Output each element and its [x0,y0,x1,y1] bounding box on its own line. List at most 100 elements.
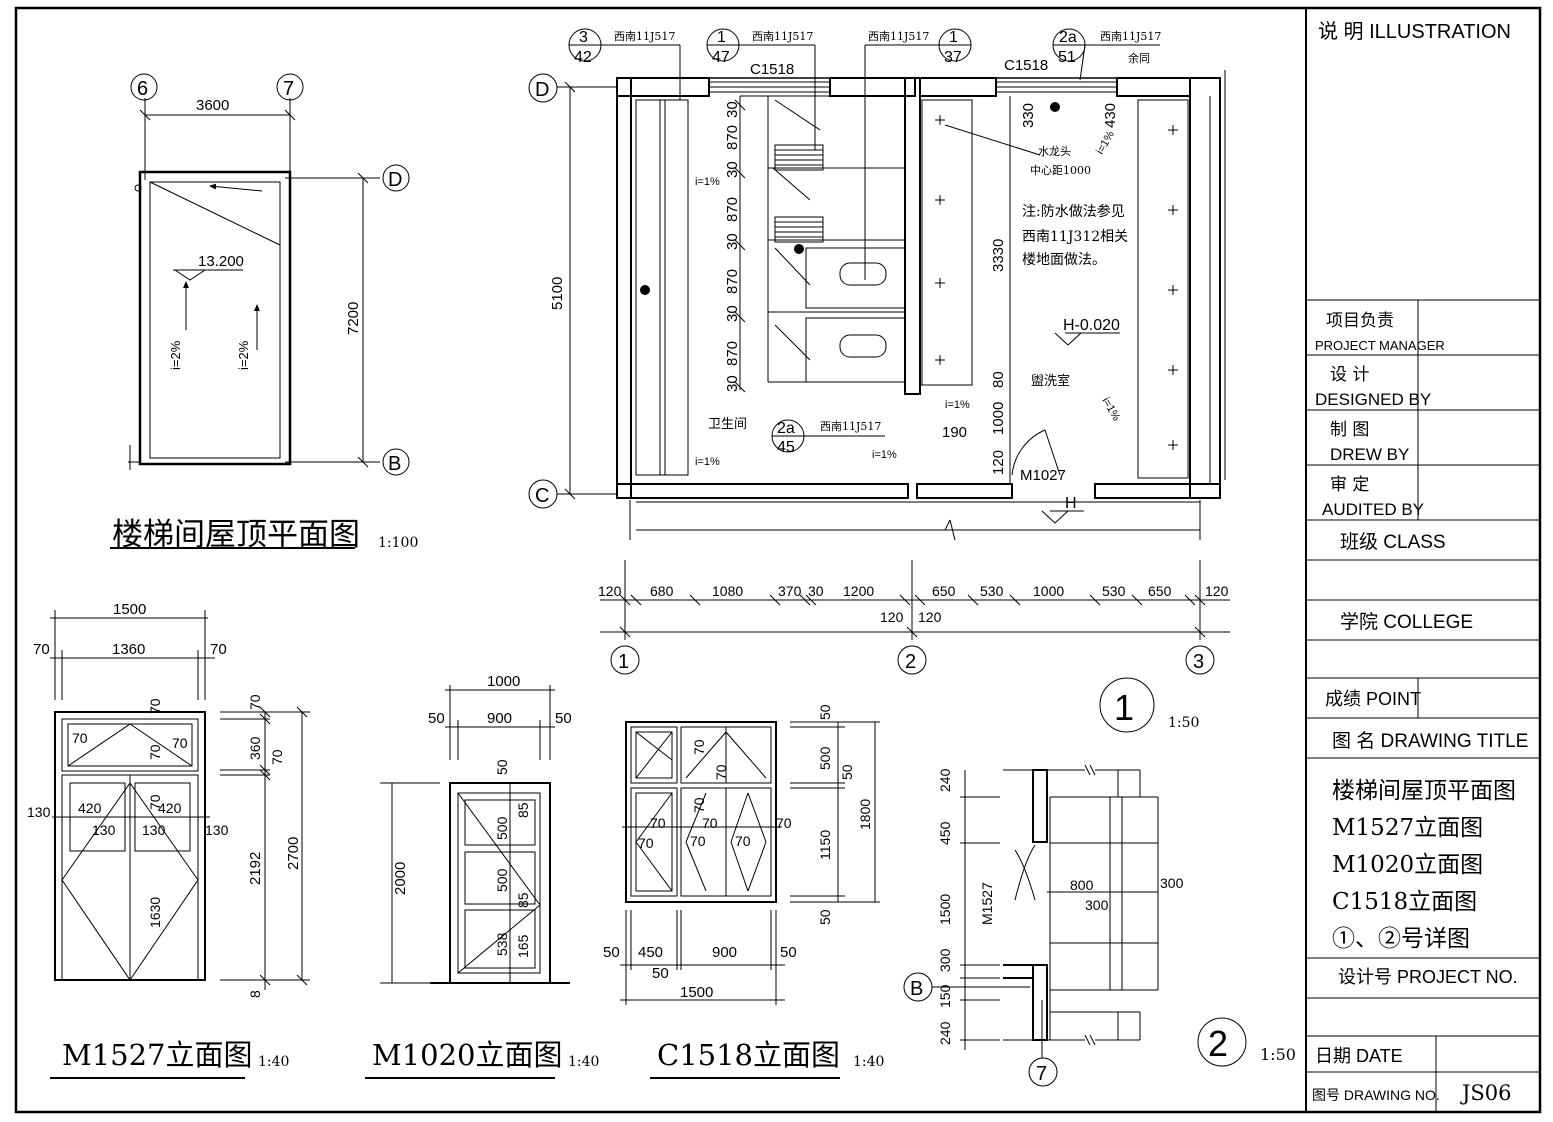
room-wash: 盥洗室 [1031,373,1070,389]
c1518-i70-3: 70 [691,797,707,813]
window-c1518-2: C1518 [1004,57,1048,74]
m1527-w1500: 1500 [113,601,146,618]
stair-plan-title: 楼梯间屋顶平面图 [112,517,360,553]
m1527-d130c: 130 [142,822,166,838]
c1518-elevation: 70 70 70 70 70 70 70 70 70 50 500 50 115… [603,704,884,1079]
m1527-r2192: 2192 [247,852,264,885]
axis-3: 3 [1193,651,1204,673]
m1527-r360: 360 [247,736,263,760]
bottom-dim-2: 680 [650,583,674,599]
title-block [1306,299,1540,1112]
ref5-label: 西南11J517 [820,420,881,433]
design-cn: 设 计 [1330,365,1369,385]
bottom-dim-9: 1000 [1033,583,1064,599]
drew-cn: 制 图 [1330,420,1369,440]
c1518-h1150: 1150 [817,830,833,860]
room-wc: 卫生间 [708,417,747,432]
m1020-w50b: 50 [555,710,572,727]
stair-hatch-1 [774,144,824,171]
dim-120v: 120 [990,450,1007,475]
c1518-w1500: 1500 [680,984,713,1001]
axis-d1: D [535,79,549,101]
drawing-no: JS06 [1460,1081,1512,1105]
floor-level: H-0.020 [1063,317,1120,334]
audit-en: AUDITED BY [1322,500,1424,519]
stair-roof-plan: 6 7 D B 3600 7200 13.200 i=2% i=2% 楼梯间屋顶… [110,73,418,553]
axis-b: B [388,453,401,475]
m1527-t70e: 70 [147,794,163,810]
level-h: H [1065,495,1077,512]
dim-3330: 3330 [990,239,1007,272]
c1518-h50b: 50 [839,764,855,780]
axis-c1: C [535,485,549,507]
m1527-d420b: 420 [158,800,182,816]
m1020-title: M1020立面图 [372,1038,563,1072]
ref2-top: 1 [717,29,726,46]
ref2-label: 西南11J517 [752,30,813,43]
left-dim-9: 30 [724,375,741,392]
ref1-label: 西南11J517 [614,30,675,43]
m1527-scale: 1:40 [258,1054,289,1070]
m1020-w50a: 50 [428,710,445,727]
pm-cn: 项目负责 [1326,311,1394,331]
pm-en: PROJECT MANAGER [1315,338,1445,353]
ref1-bottom: 42 [574,49,592,66]
detail2-scale: 1:50 [1260,1045,1296,1064]
slope-2: i=1% [695,456,720,468]
m1527-d130a: 130 [27,804,51,820]
slope-6: i=1% [1099,396,1122,424]
title-item-1: 楼梯间屋顶平面图 [1332,778,1516,804]
ref4-note: 余同 [1128,51,1150,65]
d2-800: 800 [1070,877,1094,893]
m1527-d420a: 420 [78,800,102,816]
m1020-scale: 1:40 [568,1054,599,1070]
detail2-section: 240 450 1500 300 150 240 M1527 800 300 3… [903,764,1296,1087]
drawing-title-label: 图 名 DRAWING TITLE [1332,730,1528,752]
ref3-bottom: 37 [944,49,962,66]
m1527-h1630: 1630 [147,897,163,928]
m1020-p85a: 85 [515,802,531,818]
bottom-dim-6: 1200 [843,583,874,599]
bottom-dim-11: 650 [1148,583,1172,599]
c1518-w50c: 50 [652,965,669,982]
axis-6: 6 [137,78,148,100]
note-1: 注:防水做法参见 [1022,203,1125,220]
m1020-elevation: 1000 900 50 50 2000 50 500 85 500 85 538… [365,673,599,1079]
faucet-1: 水龙头 [1038,145,1071,158]
m1527-d130b: 130 [92,822,116,838]
left-dim-1: 30 [724,101,741,118]
d2-dim-240b: 240 [937,1021,953,1045]
left-dim-6: 870 [724,269,741,294]
bottom-dim-r2-2: 120 [918,609,942,625]
m1527-t70d: 70 [147,744,163,760]
m1527-w1360: 1360 [112,641,145,658]
elevation: 13.200 [198,253,244,270]
dim-1000: 1000 [990,402,1007,435]
c1518-w900: 900 [712,944,737,961]
title-item-2: M1527立面图 [1332,815,1483,841]
bottom-dim-5: 30 [808,583,824,599]
title-item-3: M1020立面图 [1332,852,1483,878]
ref2-bottom: 47 [712,49,730,66]
m1527-title: M1527立面图 [62,1038,253,1072]
m1020-p165: 165 [515,934,531,958]
door-m1027: M1027 [1020,467,1066,484]
m1527-r70: 70 [247,694,263,710]
drew-en: DREW BY [1330,445,1409,464]
d2-dim-1500: 1500 [937,894,953,925]
note-3: 楼地面做法。 [1022,252,1106,268]
left-dim-3: 30 [724,161,741,178]
slope-5: i=1% [1094,129,1117,157]
bottom-dim-10: 530 [1102,583,1126,599]
d2-dim-300: 300 [937,948,953,972]
m1020-p538: 538 [494,932,510,956]
m1020-p85b: 85 [515,892,531,908]
detail2-number: 2 [1208,1023,1228,1064]
c1518-i70-7: 70 [690,833,706,849]
m1527-t70a: 70 [72,730,88,746]
bottom-dim-1: 120 [598,583,622,599]
d2-dim-150: 150 [937,984,953,1008]
c1518-w450: 450 [638,944,663,961]
title-item-5: ①、②号详图 [1332,926,1470,952]
